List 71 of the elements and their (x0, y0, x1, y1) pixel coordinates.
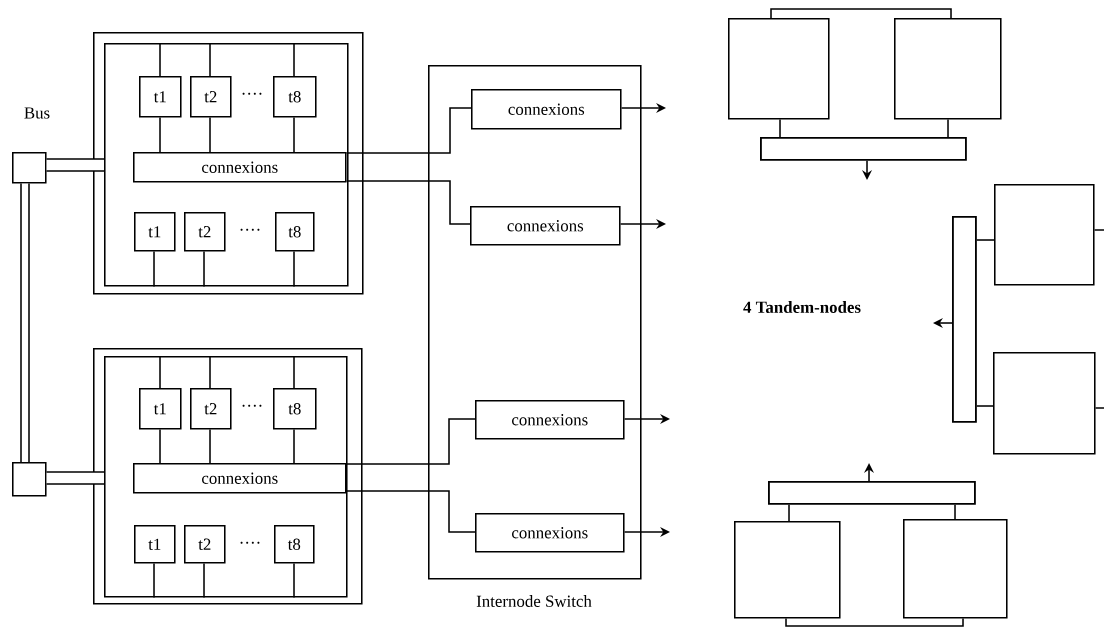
connexions-box: connexions (475, 513, 625, 553)
bus-line (46, 471, 104, 485)
wire (293, 428, 295, 464)
bus-box (12, 462, 47, 497)
wire (1094, 407, 1104, 409)
wire (947, 118, 949, 138)
connexions-bar: connexions (133, 152, 347, 183)
tandem-bus-bar (760, 137, 967, 161)
bus-label: Bus (24, 107, 50, 119)
wire (1093, 229, 1104, 231)
tandem-node-box (903, 519, 1008, 619)
wire (153, 562, 155, 599)
wire (153, 250, 155, 288)
wire (209, 355, 211, 389)
bus-line (20, 183, 30, 462)
wire (976, 239, 995, 241)
terminal-box: t1 (139, 76, 182, 118)
tandem-bus-bar (952, 216, 977, 423)
wire (779, 118, 781, 138)
wire (293, 355, 295, 389)
terminal-box: t2 (190, 76, 232, 118)
wire (785, 617, 964, 627)
terminal-box: t8 (274, 525, 315, 564)
wire (345, 418, 476, 465)
wire (293, 250, 295, 288)
terminal-box: t2 (190, 388, 232, 430)
wire (293, 42, 295, 77)
wire (954, 504, 956, 520)
wire (159, 428, 161, 464)
wire (159, 42, 161, 77)
wire (159, 355, 161, 389)
bus-box (12, 152, 47, 184)
terminal-box: t8 (273, 76, 317, 118)
wire (203, 562, 205, 599)
wire (976, 405, 994, 407)
wire (209, 42, 211, 77)
wire (788, 504, 790, 522)
terminal-box: t2 (184, 212, 226, 252)
connexions-box: connexions (471, 89, 622, 130)
tandem-node-box (894, 18, 1002, 120)
wire (209, 428, 211, 464)
terminal-box: t1 (139, 388, 182, 430)
tandem-bus-bar (768, 481, 976, 505)
wire (159, 116, 161, 153)
frame-caption: Internode Switch (476, 595, 592, 607)
connexions-bar: connexions (133, 463, 347, 494)
wire (345, 490, 476, 533)
terminal-box: t8 (273, 388, 317, 430)
wire (293, 562, 295, 599)
tandem-node-box (994, 184, 1095, 286)
group-title: 4 Tandem-nodes (743, 301, 861, 313)
ellipsis-dots: ···· (242, 92, 262, 95)
wire (345, 180, 471, 225)
terminal-box: t8 (275, 212, 315, 252)
connexions-box: connexions (470, 206, 621, 246)
terminal-box: t1 (134, 212, 176, 252)
wire (209, 116, 211, 153)
terminal-box: t1 (134, 525, 176, 564)
connexions-box: connexions (475, 400, 625, 440)
wire (203, 250, 205, 288)
wire (293, 116, 295, 153)
ellipsis-dots: ···· (242, 404, 262, 407)
terminal-box: t2 (184, 525, 226, 564)
bus-line (46, 158, 104, 172)
tandem-node-box (734, 521, 841, 619)
wire (345, 107, 472, 154)
ellipsis-dots: ···· (240, 541, 260, 544)
wire (770, 8, 952, 19)
tandem-node-box (728, 18, 830, 120)
tandem-node-box (993, 352, 1096, 455)
ellipsis-dots: ···· (240, 228, 260, 231)
